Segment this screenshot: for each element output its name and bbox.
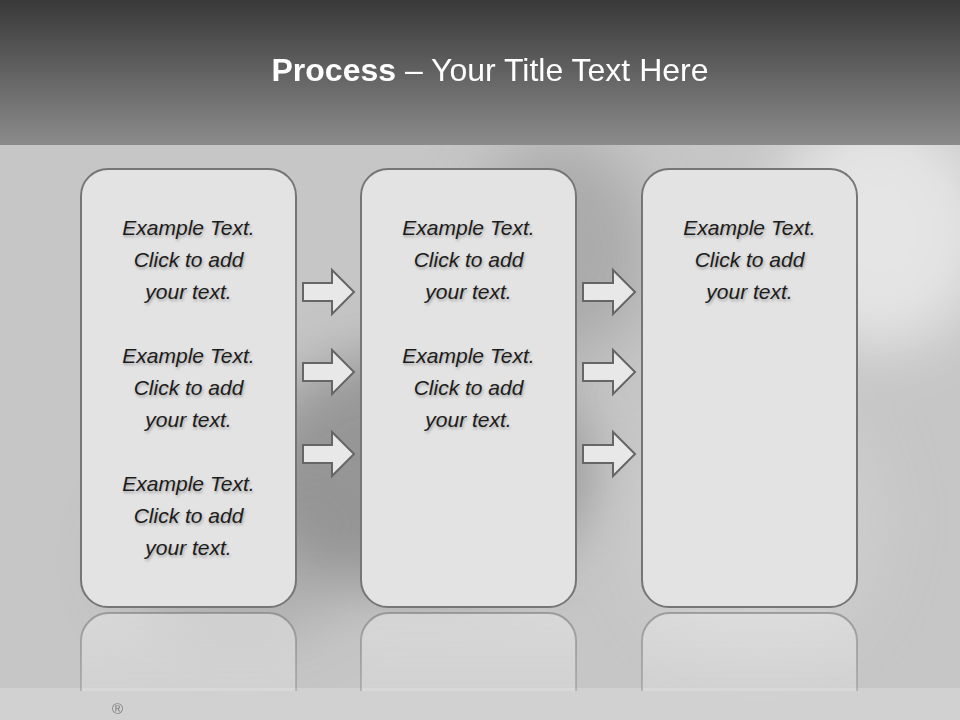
box-text: Example Text. Click to add your text. bbox=[391, 340, 547, 436]
process-box: Example Text. Click to add your text. Exa… bbox=[80, 168, 297, 608]
box-text: Example Text. Click to add your text. bbox=[111, 468, 267, 564]
box-text: Example Text. Click to add your text. bbox=[391, 212, 547, 308]
box-reflections bbox=[81, 613, 857, 691]
block-arrow bbox=[303, 350, 354, 394]
block-arrow bbox=[303, 432, 354, 476]
block-arrow bbox=[303, 270, 354, 314]
block-arrow bbox=[583, 432, 635, 476]
title-rest: – Your Title Text Here bbox=[396, 52, 708, 88]
footer-band bbox=[0, 688, 960, 720]
box-text: Example Text. Click to add your text. bbox=[672, 212, 828, 308]
block-arrow bbox=[583, 270, 635, 314]
watermark-mark: ® bbox=[112, 700, 123, 717]
box-text: Example Text. Click to add your text. bbox=[111, 340, 267, 436]
title-keyword: Process bbox=[271, 52, 396, 88]
process-box: Example Text. Click to add your text. Exa… bbox=[360, 168, 577, 608]
block-arrow bbox=[583, 350, 635, 394]
title-band bbox=[0, 0, 960, 145]
box-text: Example Text. Click to add your text. bbox=[111, 212, 267, 308]
slide-title: Process – Your Title Text Here bbox=[20, 52, 960, 89]
process-box: Example Text. Click to add your text. bbox=[641, 168, 858, 608]
